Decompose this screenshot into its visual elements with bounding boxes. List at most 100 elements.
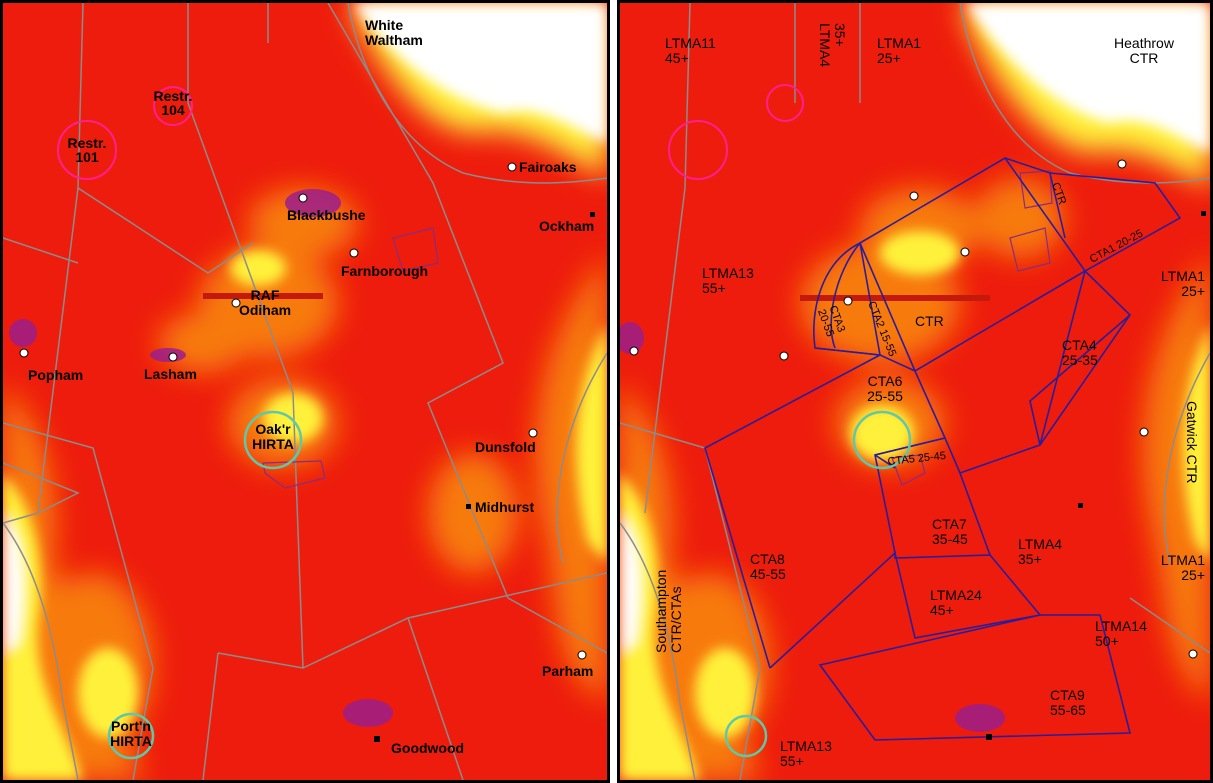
label-farnborough: Farnborough [341, 263, 428, 279]
label-line: LTMA1 [1161, 268, 1205, 284]
airfield-marker[interactable] [1117, 159, 1127, 169]
airfield-fairoaks[interactable] [507, 162, 517, 172]
airfield-popham[interactable] [19, 348, 29, 358]
label-dunsfold: Dunsfold [475, 439, 536, 455]
label-line: 55+ [780, 753, 804, 769]
label-ockham: Ockham [539, 218, 594, 234]
label-midhurst: Midhurst [475, 499, 534, 515]
label-line: LTMA4 [817, 23, 833, 67]
site-marker[interactable] [1201, 211, 1206, 216]
right-map[interactable]: LTMA1145+LTMA435+LTMA125+HeathrowCTRCTRC… [620, 3, 1210, 780]
airfield-dunsfold[interactable] [528, 428, 538, 438]
airfield-marker[interactable] [960, 247, 970, 257]
label-line: Dunsfold [475, 439, 536, 455]
label-line: Restr. [154, 88, 193, 104]
label-line: LTMA24 [930, 587, 982, 603]
midhurst-marker[interactable] [466, 504, 471, 509]
portn-hirta-circle [724, 714, 768, 758]
controlled-airspace [704, 157, 1182, 741]
restricted-area-101 [57, 120, 117, 180]
hotspots [620, 295, 1005, 732]
airfield-marker[interactable] [1188, 649, 1198, 659]
label-line: CTA7 [932, 516, 967, 532]
label-line: LTMA11 [665, 35, 716, 51]
label-line: 25-35 [1062, 352, 1098, 368]
left-map[interactable]: WhiteWalthamRestr.104Restr.101FairoaksBl… [3, 3, 607, 780]
label-line: LTMA14 [1095, 618, 1147, 634]
heat-field-light [620, 3, 1210, 780]
label-line: CTR [915, 313, 944, 329]
label-line: CTR [1130, 50, 1159, 66]
airfield-marker[interactable] [909, 191, 919, 201]
label-ltma4-top: LTMA435+ [817, 23, 848, 67]
site-markers [374, 212, 595, 742]
label-line: 45+ [930, 602, 954, 618]
airfield-farnborough[interactable] [349, 248, 359, 258]
site-markers [986, 211, 1206, 740]
restricted-area-101 [668, 120, 728, 180]
label-line: RAF [251, 287, 280, 303]
airfield-marker[interactable] [629, 346, 639, 356]
airfield-odiham[interactable] [231, 298, 241, 308]
label-fairoaks: Fairoaks [519, 159, 577, 175]
label-line: 55-65 [1050, 702, 1086, 718]
airspace-boundaries [620, 3, 1210, 780]
label-line: Gatwick CTR [1184, 401, 1200, 483]
label-line: 25+ [1181, 567, 1205, 583]
oakr-hirta-circle [243, 410, 303, 470]
label-lasham: Lasham [144, 366, 197, 382]
airfield-lasham[interactable] [168, 352, 178, 362]
label-line: Midhurst [475, 499, 534, 515]
restricted-area-104 [153, 86, 193, 126]
label-line: Fairoaks [519, 159, 577, 175]
goodwood-marker[interactable] [374, 736, 380, 742]
site-marker[interactable] [986, 734, 992, 740]
label-line: LTMA13 [780, 738, 832, 754]
airfield-marker[interactable] [779, 351, 789, 361]
label-blackbushe: Blackbushe [287, 207, 366, 223]
airfield-marker[interactable] [1139, 427, 1149, 437]
airfield-parham[interactable] [577, 650, 587, 660]
label-parham: Parham [542, 663, 593, 679]
label-line: LTMA1 [1161, 552, 1205, 568]
label-line: 25+ [877, 50, 901, 66]
label-line: LTMA13 [702, 265, 754, 281]
danger-areas [262, 227, 439, 489]
label-line: Parham [542, 663, 593, 679]
label-line: 25-55 [867, 388, 903, 404]
label-line: Oak'r [255, 421, 291, 437]
label-line: 35+ [832, 23, 848, 47]
ockham-marker[interactable] [590, 212, 595, 217]
label-restr-101: Restr.101 [68, 135, 107, 165]
label-line: Odiham [239, 302, 291, 318]
label-line: HIRTA [252, 436, 294, 452]
airfield-blackbushe[interactable] [298, 193, 308, 203]
label-line: White [365, 17, 403, 33]
label-line: 101 [75, 149, 99, 165]
label-line: CTR/CTAs [668, 586, 684, 653]
danger-areas [891, 170, 1053, 486]
airfield-marker[interactable] [843, 296, 853, 306]
site-marker[interactable] [1078, 503, 1083, 508]
restricted-area-104 [766, 84, 804, 122]
label-line: LTMA4 [1018, 536, 1062, 552]
label-gatwick-ctr: Gatwick CTR [1184, 401, 1200, 483]
label-line: Farnborough [341, 263, 428, 279]
